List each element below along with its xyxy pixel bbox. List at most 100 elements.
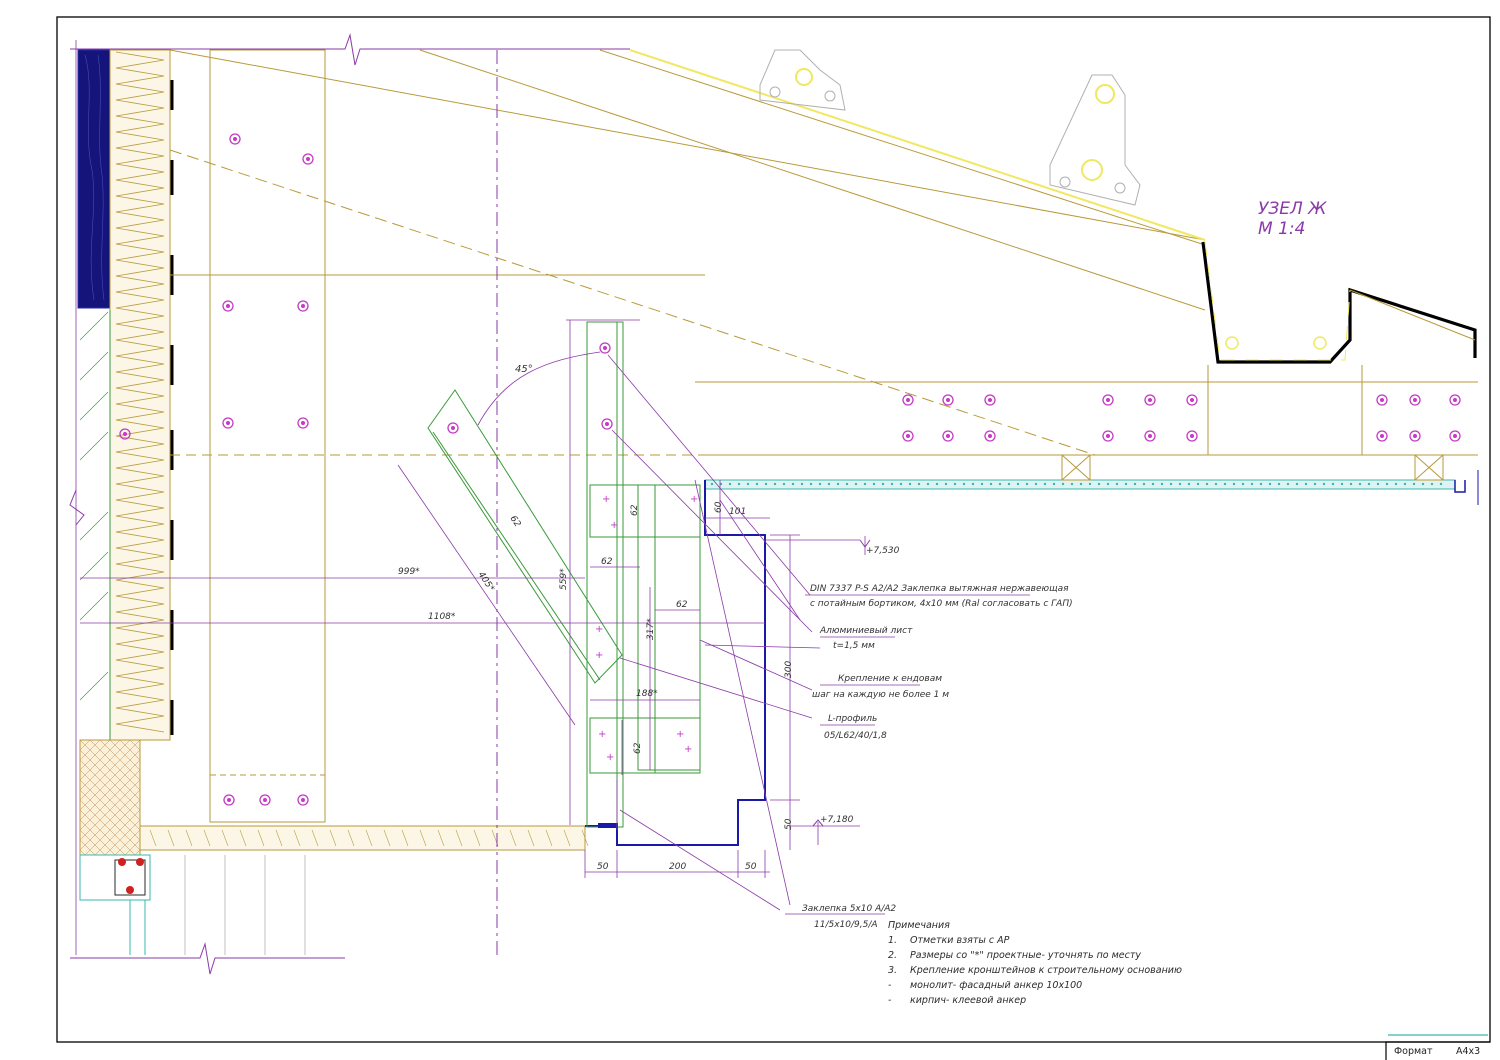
fastener-center bbox=[123, 432, 127, 436]
fastener-center bbox=[227, 798, 231, 802]
dim-60: 60 bbox=[714, 501, 724, 513]
fastener-marker bbox=[302, 153, 314, 165]
fastener-marker bbox=[297, 300, 309, 312]
fastener-center bbox=[603, 346, 607, 350]
fastener-center bbox=[1148, 398, 1152, 402]
packer-block-2 bbox=[1414, 454, 1444, 481]
wall-hatch bbox=[79, 311, 109, 701]
fastener-center bbox=[1106, 398, 1110, 402]
seal-gasket-3 bbox=[126, 886, 134, 894]
fastener-center bbox=[1106, 434, 1110, 438]
titleblock: Формат А4х3 bbox=[1386, 1042, 1500, 1060]
fastener-marker bbox=[222, 300, 234, 312]
slab-edge-profile bbox=[1454, 480, 1466, 493]
gutter-bolt-2 bbox=[1313, 336, 1327, 350]
fastener-center bbox=[263, 798, 267, 802]
fastener-marker bbox=[229, 133, 241, 145]
seal-gasket-2 bbox=[136, 858, 144, 866]
dim-50-right: 50 bbox=[745, 862, 757, 872]
leader-lines bbox=[607, 354, 1030, 915]
callout-rivet-line2: с потайным бортиком, 4х10 мм (Ral соглас… bbox=[810, 599, 1073, 609]
roof-membrane bbox=[629, 49, 1206, 241]
dim-62-c: 62 bbox=[630, 504, 640, 516]
fastener-pattern bbox=[119, 133, 1461, 806]
callout-rivet2-line1: Заклепка 5х10 А/А2 bbox=[802, 904, 896, 914]
fastener-marker bbox=[1102, 394, 1114, 406]
note-text: Крепление кронштейнов к строительному ос… bbox=[910, 965, 1182, 976]
fastener-marker bbox=[601, 418, 613, 430]
dim-188: 188* bbox=[636, 689, 658, 699]
fastener-marker bbox=[984, 394, 996, 406]
fastener-center bbox=[226, 304, 230, 308]
fastener-center bbox=[1190, 398, 1194, 402]
fastener-center bbox=[306, 157, 310, 161]
rivet-marks: + + + + + + + + + bbox=[595, 494, 698, 763]
dim-200: 200 bbox=[669, 862, 686, 872]
note-item: -кирпич- клеевой анкер bbox=[888, 993, 1208, 1008]
svg-text:+: + bbox=[676, 729, 684, 740]
snow-guard-bracket-2 bbox=[1049, 74, 1141, 206]
fastener-center bbox=[1380, 398, 1384, 402]
dim-317: 317* bbox=[646, 618, 656, 640]
roof-slope-1 bbox=[169, 49, 1206, 241]
note-text: монолит- фасадный анкер 10х100 bbox=[910, 980, 1083, 991]
svg-text:+: + bbox=[610, 520, 618, 531]
svg-text:+: + bbox=[595, 650, 603, 661]
callout-fix-line2: шаг на каждую не более 1 м bbox=[812, 690, 949, 700]
note-number: - bbox=[888, 980, 892, 991]
bracket-angled bbox=[427, 389, 623, 684]
note-text: Размеры со "*" проектные- уточнять по ме… bbox=[910, 950, 1141, 961]
roof-slope-3 bbox=[599, 49, 1206, 246]
fastener-center bbox=[1413, 434, 1417, 438]
rafter-post bbox=[209, 49, 326, 823]
gutter-bolt-1 bbox=[1225, 336, 1239, 350]
callout-lprofile-line2: 05/L62/40/1,8 bbox=[824, 731, 887, 741]
fastener-center bbox=[1453, 398, 1457, 402]
soffit-ticks bbox=[149, 829, 589, 847]
fastener-center bbox=[1380, 434, 1384, 438]
fastener-center bbox=[988, 434, 992, 438]
dim-559: 559* bbox=[559, 568, 569, 590]
break-line-top bbox=[70, 33, 630, 66]
fastener-center bbox=[1148, 434, 1152, 438]
note-number: 3. bbox=[888, 965, 898, 976]
fastener-marker bbox=[222, 417, 234, 429]
dim-405: 405* bbox=[476, 570, 497, 594]
level-marker-lower bbox=[812, 819, 824, 827]
callout-rivet2-line2: 11/5х10/9,5/А bbox=[814, 920, 878, 930]
fastener-center bbox=[1190, 434, 1194, 438]
fastener-marker bbox=[1449, 430, 1461, 442]
note-item: 1.Отметки взяты с АР bbox=[888, 933, 1208, 948]
fastener-marker bbox=[297, 417, 309, 429]
note-text: кирпич- клеевой анкер bbox=[910, 995, 1027, 1006]
level-marker-upper bbox=[859, 539, 871, 548]
detail-title: УЗЕЛ Ж bbox=[1258, 199, 1327, 219]
svg-text:+: + bbox=[595, 624, 603, 635]
svg-text:+: + bbox=[684, 744, 692, 755]
svg-text:+: + bbox=[690, 494, 698, 505]
fastener-marker bbox=[1186, 394, 1198, 406]
svg-text:+: + bbox=[606, 752, 614, 763]
roof-slope-hidden bbox=[169, 149, 1096, 456]
roof-slope-2 bbox=[419, 49, 1206, 311]
fastener-marker bbox=[297, 794, 309, 806]
fastener-center bbox=[988, 398, 992, 402]
fastener-center bbox=[605, 422, 609, 426]
fastener-center bbox=[301, 798, 305, 802]
fastener-marker bbox=[1376, 394, 1388, 406]
timber-grain bbox=[84, 54, 105, 301]
svg-text:+: + bbox=[602, 494, 610, 505]
brick-block bbox=[79, 739, 141, 856]
snow-guard-bracket-1 bbox=[759, 49, 846, 111]
seal-gasket-1 bbox=[118, 858, 126, 866]
fastener-center bbox=[451, 426, 455, 430]
level-lower: +7,180 bbox=[820, 815, 854, 825]
timber-block bbox=[77, 49, 111, 309]
callout-sheet-line2: t=1,5 мм bbox=[833, 641, 875, 651]
packer-block-1 bbox=[1061, 454, 1091, 481]
aluminium-sheet bbox=[585, 480, 766, 846]
note-number: 1. bbox=[888, 935, 898, 946]
